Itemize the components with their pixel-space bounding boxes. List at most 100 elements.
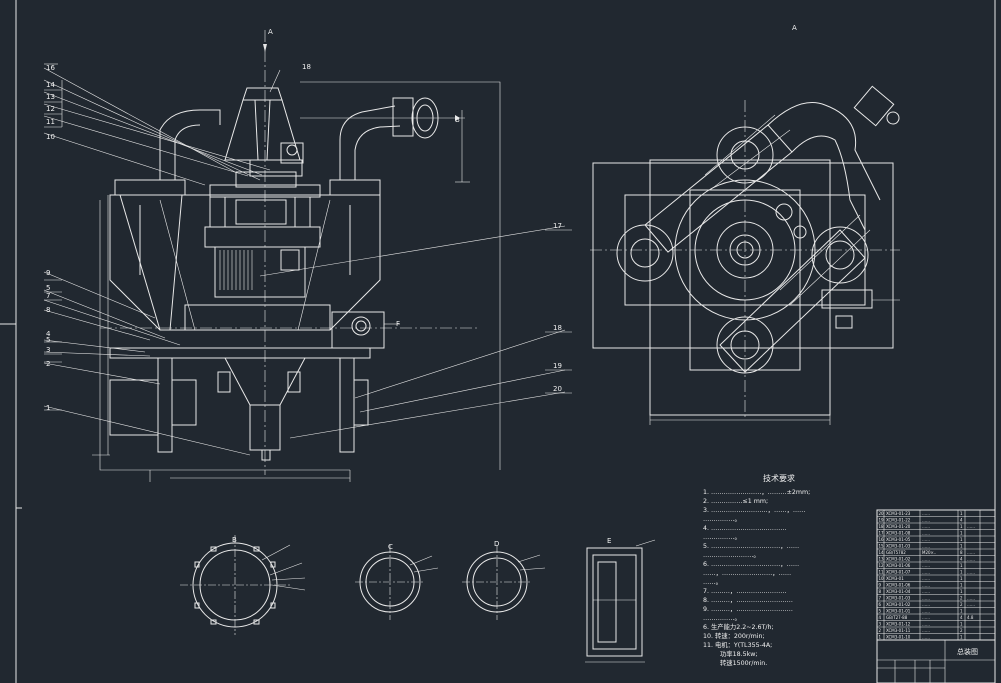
parts-list-cell-qty: 1 [960,634,963,639]
parts-list-cell-name: …… [922,524,930,529]
view-a-label: A [268,28,273,36]
part-18b: 18 [553,324,562,332]
part-14: 14 [46,81,55,89]
parts-list-cell-qty: 1 [960,537,963,542]
tech-requirements: 技术要求 1. ……………………，………±2mm; 2. ……………≤1 mm;… [703,473,810,667]
req-line: 6. ……………………………，…… [703,561,799,568]
parts-list-cell-no: 11 [879,569,885,574]
parts-list-cell-code: XCM3-01-22 [886,517,911,522]
parts-list-cell-name: …… [922,556,930,561]
req-line: 5. ……………………………，…… [703,543,799,550]
parts-list-cell-name: …… [922,530,930,535]
parts-list-cell-name: …… [922,517,930,522]
parts-list-cell-qty: 2 [960,628,963,633]
parts-list-cell-name: …… [922,537,930,542]
parts-list-cell-no: 16 [879,537,885,542]
parts-list-cell-qty: 8 [960,550,963,555]
parts-list-cell-no: 19 [879,517,885,522]
parts-list-cell-no: 18 [879,524,885,529]
parts-list-cell-name: …… [922,582,930,587]
part-19: 19 [553,362,562,370]
section-b-view: B [180,535,306,635]
parts-list-cell-name: …… [922,602,930,607]
req-line: ……………。 [703,615,741,622]
top-view: A [590,24,900,425]
part-20: 20 [553,385,562,393]
parts-list-cell-qty: 1 [960,569,963,574]
parts-list-cell-no: 5 [879,608,882,613]
parts-list-cell-code: GB/T5782 [886,550,906,555]
parts-list-cell-name: …… [922,511,930,516]
parts-list-cell-code: XCM3-01-11 [886,628,911,633]
parts-list-cell-qty: 2 [960,602,963,607]
req-line: 1. ……………………，………±2mm; [703,489,810,496]
leader-lines [43,63,572,456]
parts-list-cell-no: 9 [879,582,882,587]
parts-list-cell-note: 4.8 [967,615,974,620]
parts-list-cell-name: …… [922,563,930,568]
req-line: 4. ……………………………… [703,525,787,532]
front-view: A [43,28,572,482]
parts-list-cell-qty: 1 [960,621,963,626]
view-a-side-label: A [792,24,797,32]
parts-list-cell-note: …… [967,556,975,561]
drawing-name: 总装图 [957,647,978,656]
parts-list-cell-qty: 1 [960,530,963,535]
parts-list-cell-qty: 1 [960,524,963,529]
parts-list-cell-code: XCM3-01-06 [886,563,911,568]
parts-list-cell-name: …… [922,634,930,639]
parts-list-cell-code: XCM3-01-20 [886,524,911,529]
parts-list-cell-name: …… [922,621,930,626]
parts-list-cell-qty: 1 [960,563,963,568]
parts-list-cell-code: XCM3-01-02 [886,556,911,561]
parts-list-cell-no: 12 [879,563,885,568]
part-17: 17 [553,222,562,230]
parts-list-cell-no: 3 [879,621,882,626]
part-1: 1 [46,404,50,412]
req-line: 11. 电机：Y(TL355-4A; [703,640,772,649]
part-10: 10 [46,133,55,141]
parts-list-cell-name: …… [922,569,930,574]
parts-list-cell-name: …… [922,589,930,594]
parts-list-cell-no: 1 [879,634,882,639]
parts-list-cell-name: …… [922,608,930,613]
parts-list-cell-code: XCM3-01-08 [886,530,911,535]
part-12: 12 [46,105,55,113]
section-b-mark: B [455,116,460,124]
req-line: 转速1500r/min. [720,658,767,667]
part-7: 7 [46,292,50,300]
parts-list-cell-no: 15 [879,543,885,548]
parts-list-cell-name: …… [922,615,930,620]
parts-list-cell-note: …… [967,602,975,607]
req-line: 2. ……………≤1 mm; [703,498,768,505]
req-line: ……………………。 [703,552,760,559]
req-line: ……，……………………，…… [703,570,791,577]
parts-list-cell-code: GB/T27-88 [886,615,908,620]
section-e-view: E [585,537,656,663]
parts-list-cell-no: 17 [879,530,885,535]
req-line: 9. ………，……………………… [703,606,793,613]
parts-list-cell-name: M20×.. [922,550,936,555]
part-6: 8 [46,306,50,314]
parts-list-cell-no: 14 [879,550,885,555]
req-line: 8. ………，……………………… [703,597,793,604]
part-13: 13 [46,93,55,101]
parts-list-cell-no: 10 [879,576,885,581]
req-line: ……………。 [703,516,741,523]
section-c-title: C [388,543,393,551]
part-3: 3 [46,346,50,354]
req-line: ……。 [703,579,722,586]
part-18: 18 [302,63,311,71]
parts-list-cell-note: …… [967,524,975,529]
parts-list-cell-no: 20 [879,511,885,516]
parts-list-cell-code: XCM3-01-02 [886,602,911,607]
part-number-labels: 16 14 13 12 11 10 9 5 7 8 5 3 2 1 18 17 … [46,63,562,412]
section-f-mark: F [396,320,400,328]
parts-list-cell-no: 7 [879,595,882,600]
parts-list-cell-no: 2 [879,628,882,633]
tech-requirements-title: 技术要求 [763,473,795,483]
